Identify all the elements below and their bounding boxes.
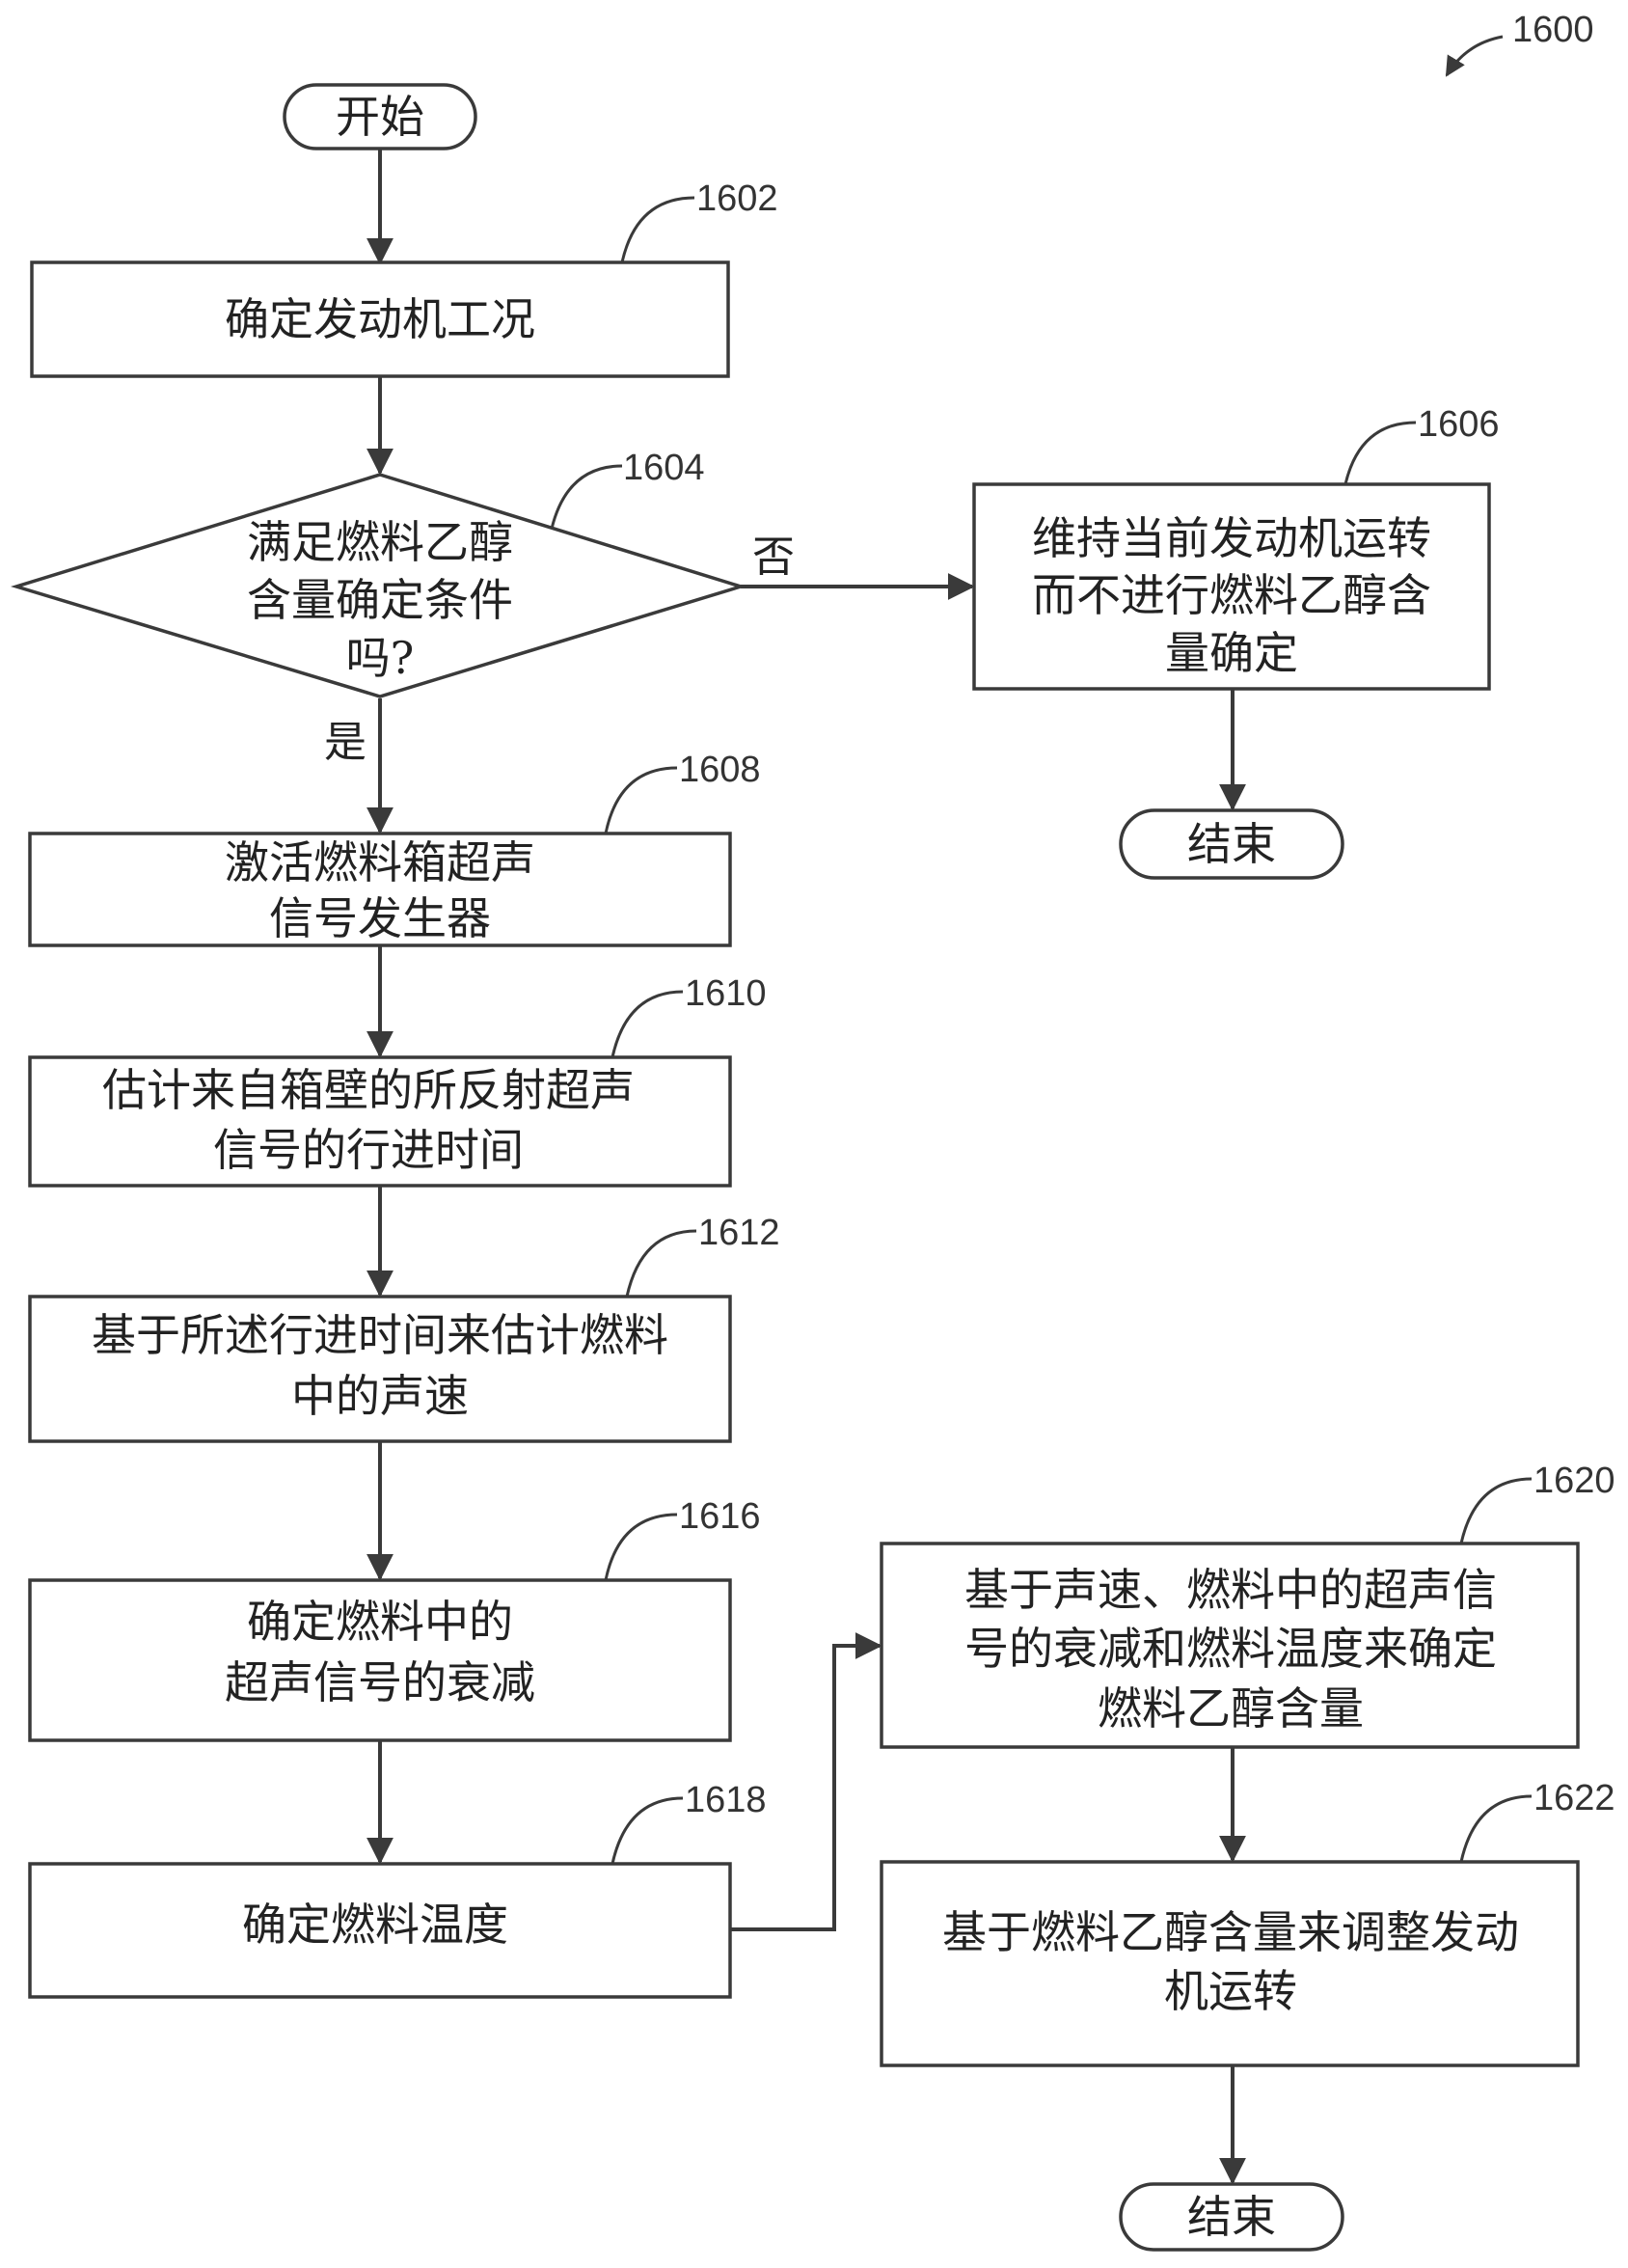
process-1602: 1602 确定发动机工况 — [30, 178, 778, 378]
start-label: 开始 — [336, 91, 424, 143]
process-1620: 1620 基于声速、燃料中的超声信 号的衰减和燃料温度来确定 燃料乙醇含量 — [880, 1461, 1615, 1749]
process-1620-line-2: 号的衰减和燃料温度来确定 — [964, 1623, 1497, 1675]
decision-1604-line-3: 吗? — [346, 632, 415, 684]
process-1606-line-2: 而不进行燃料乙醇含 — [1032, 569, 1431, 621]
process-1616-line-2: 超声信号的衰减 — [225, 1656, 535, 1708]
ref-1606: 1606 — [1418, 404, 1500, 445]
process-1618: 1618 确定燃料温度 — [28, 1780, 767, 1999]
decision-1604-line-2: 含量确定条件 — [247, 574, 513, 626]
process-1610: 1610 估计来自箱壁的所反射超声 信号的行进时间 — [28, 973, 767, 1188]
figure-ref-label: 1600 — [1512, 10, 1594, 50]
process-1622-line-2: 机运转 — [1164, 1965, 1297, 2017]
ref-1602: 1602 — [696, 178, 778, 219]
process-1612-line-1: 基于所述行进时间来估计燃料 — [92, 1309, 668, 1361]
end-terminal-1: 结束 — [1119, 808, 1344, 880]
end-2-label: 结束 — [1187, 2191, 1276, 2243]
ref-1622: 1622 — [1533, 1778, 1615, 1818]
ref-1618: 1618 — [685, 1780, 767, 1820]
ref-1616: 1616 — [679, 1496, 761, 1537]
decision-1604-line-1: 满足燃料乙醇 — [247, 516, 513, 568]
process-1602-line-1: 确定发动机工况 — [225, 293, 535, 345]
ref-1604: 1604 — [623, 448, 705, 488]
process-1608: 1608 激活燃料箱超声 信号发生器 — [28, 750, 761, 947]
process-1608-line-2: 信号发生器 — [269, 892, 491, 944]
process-1622-line-1: 基于燃料乙醇含量来调整发动 — [942, 1906, 1519, 1958]
edge-label-no: 否 — [752, 533, 795, 582]
process-1610-line-2: 信号的行进时间 — [213, 1124, 524, 1176]
edge-label-yes: 是 — [324, 718, 366, 767]
process-1606-line-3: 量确定 — [1165, 627, 1298, 679]
ref-1620: 1620 — [1533, 1461, 1615, 1501]
start-terminal: 开始 — [283, 83, 477, 150]
process-1612-line-2: 中的声速 — [291, 1370, 469, 1422]
process-1610-line-1: 估计来自箱壁的所反射超声 — [102, 1064, 635, 1116]
end-1-label: 结束 — [1187, 818, 1276, 870]
process-1612: 1612 基于所述行进时间来估计燃料 中的声速 — [28, 1213, 780, 1443]
process-1622: 1622 基于燃料乙醇含量来调整发动 机运转 — [880, 1778, 1615, 2067]
ref-1612: 1612 — [698, 1213, 780, 1253]
decision-1604: 1604 满足燃料乙醇 含量确定条件 吗? — [11, 448, 746, 698]
edge-1618-1620 — [730, 1632, 882, 1931]
process-1606-line-1: 维持当前发动机运转 — [1032, 512, 1431, 564]
process-1616: 1616 确定燃料中的 超声信号的衰减 — [28, 1496, 761, 1742]
process-1620-line-3: 燃料乙醇含量 — [1098, 1682, 1364, 1735]
figure-ref-1600: 1600 — [1445, 10, 1594, 77]
process-1608-line-1: 激活燃料箱超声 — [225, 836, 535, 888]
process-1616-line-1: 确定燃料中的 — [247, 1596, 513, 1648]
process-1620-line-1: 基于声速、燃料中的超声信 — [964, 1564, 1497, 1616]
process-1618-line-1: 确定燃料温度 — [242, 1899, 508, 1951]
end-terminal-2: 结束 — [1119, 2182, 1344, 2252]
ref-1608: 1608 — [679, 750, 761, 790]
edges — [366, 149, 1246, 2185]
process-1606: 1606 维持当前发动机运转 而不进行燃料乙醇含 量确定 — [972, 404, 1500, 691]
ref-1610: 1610 — [685, 973, 767, 1014]
